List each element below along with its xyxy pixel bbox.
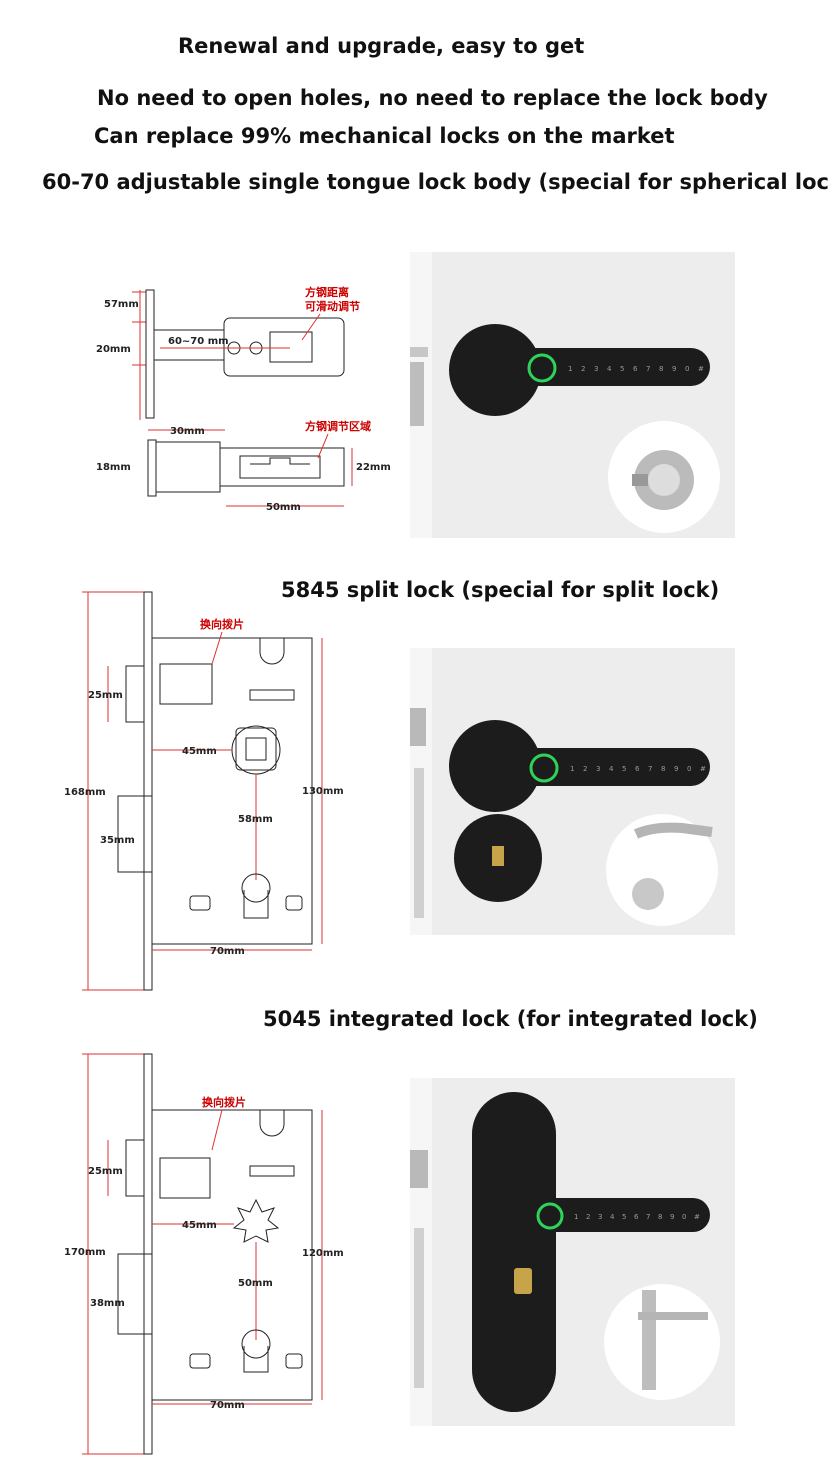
dim-70: 70mm — [210, 946, 245, 957]
svg-text:6: 6 — [634, 1213, 639, 1221]
dim-120: 120mm — [302, 1248, 344, 1259]
dim-38: 38mm — [90, 1298, 125, 1309]
svg-text:2: 2 — [583, 765, 587, 773]
svg-text:8: 8 — [659, 365, 663, 373]
note-slide-adjust: 可滑动调节 — [305, 299, 360, 313]
svg-text:8: 8 — [658, 1213, 662, 1221]
dim-168: 168mm — [64, 787, 106, 798]
svg-text:9: 9 — [672, 365, 676, 373]
svg-text:7: 7 — [646, 1213, 650, 1221]
svg-text:8: 8 — [661, 765, 665, 773]
svg-text:#: # — [700, 765, 706, 773]
dim-50: 50mm — [238, 1278, 273, 1289]
svg-text:6: 6 — [635, 765, 640, 773]
dim-22: 22mm — [356, 462, 391, 473]
headline-3: Can replace 99% mechanical locks on the … — [94, 124, 675, 148]
svg-text:3: 3 — [598, 1213, 602, 1221]
svg-text:4: 4 — [610, 1213, 615, 1221]
note-square-steel-region: 方钢调节区域 — [305, 419, 371, 433]
note-reversing-plate: 换向拨片 — [202, 1095, 246, 1109]
svg-text:0: 0 — [682, 1213, 686, 1221]
svg-text:2: 2 — [586, 1213, 590, 1221]
svg-text:6: 6 — [633, 365, 638, 373]
svg-text:5: 5 — [622, 1213, 626, 1221]
svg-text:7: 7 — [648, 765, 652, 773]
svg-text:1: 1 — [568, 365, 572, 373]
headline-4: 60-70 adjustable single tongue lock body… — [42, 170, 829, 194]
lock-body-diagram-integrated: 170mm 25mm 38mm 45mm 50mm 120mm 换向拨片 70m… — [60, 1050, 360, 1460]
dim-45: 45mm — [182, 746, 217, 757]
dim-45: 45mm — [182, 1220, 217, 1231]
dim-35: 35mm — [100, 835, 135, 846]
dim-50: 50mm — [266, 502, 301, 513]
svg-text:#: # — [698, 365, 704, 373]
svg-text:0: 0 — [685, 365, 689, 373]
dim-57: 57mm — [104, 299, 139, 310]
dim-18: 18mm — [96, 462, 131, 473]
svg-text:4: 4 — [609, 765, 614, 773]
dim-130: 130mm — [302, 786, 344, 797]
section-title-split: 5845 split lock (special for split lock) — [281, 578, 720, 602]
svg-text:5: 5 — [620, 365, 624, 373]
dim-30: 30mm — [170, 426, 205, 437]
dim-60-70: 60~70 mm — [168, 336, 229, 347]
dim-170: 170mm — [64, 1247, 106, 1258]
svg-text:5: 5 — [622, 765, 626, 773]
lock-body-diagram-split: 168mm 25mm 35mm 45mm 58mm 130mm 换向拨片 70m… — [60, 590, 360, 1000]
dim-20: 20mm — [96, 344, 131, 355]
svg-text:3: 3 — [596, 765, 600, 773]
svg-text:2: 2 — [581, 365, 585, 373]
headline-2: No need to open holes, no need to replac… — [97, 86, 768, 110]
svg-text:7: 7 — [646, 365, 650, 373]
headline-1: Renewal and upgrade, easy to get — [178, 34, 585, 58]
svg-text:9: 9 — [670, 1213, 674, 1221]
dim-58: 58mm — [238, 814, 273, 825]
svg-text:4: 4 — [607, 365, 612, 373]
lock-body-diagram-spherical: 57mm 20mm 60~70 mm 方钢距离 可滑动调节 30mm 方钢调节区… — [90, 270, 400, 530]
svg-text:0: 0 — [687, 765, 691, 773]
dim-25: 25mm — [88, 1166, 123, 1177]
svg-text:1: 1 — [570, 765, 574, 773]
svg-text:3: 3 — [594, 365, 598, 373]
note-reversing-plate: 换向拨片 — [200, 617, 244, 631]
note-square-steel-distance: 方钢距离 — [305, 285, 349, 299]
dim-25: 25mm — [88, 690, 123, 701]
svg-text:1: 1 — [574, 1213, 578, 1221]
svg-text:9: 9 — [674, 765, 678, 773]
dim-70: 70mm — [210, 1400, 245, 1411]
svg-text:#: # — [694, 1213, 700, 1221]
section-title-integrated: 5045 integrated lock (for integrated loc… — [263, 1007, 758, 1031]
